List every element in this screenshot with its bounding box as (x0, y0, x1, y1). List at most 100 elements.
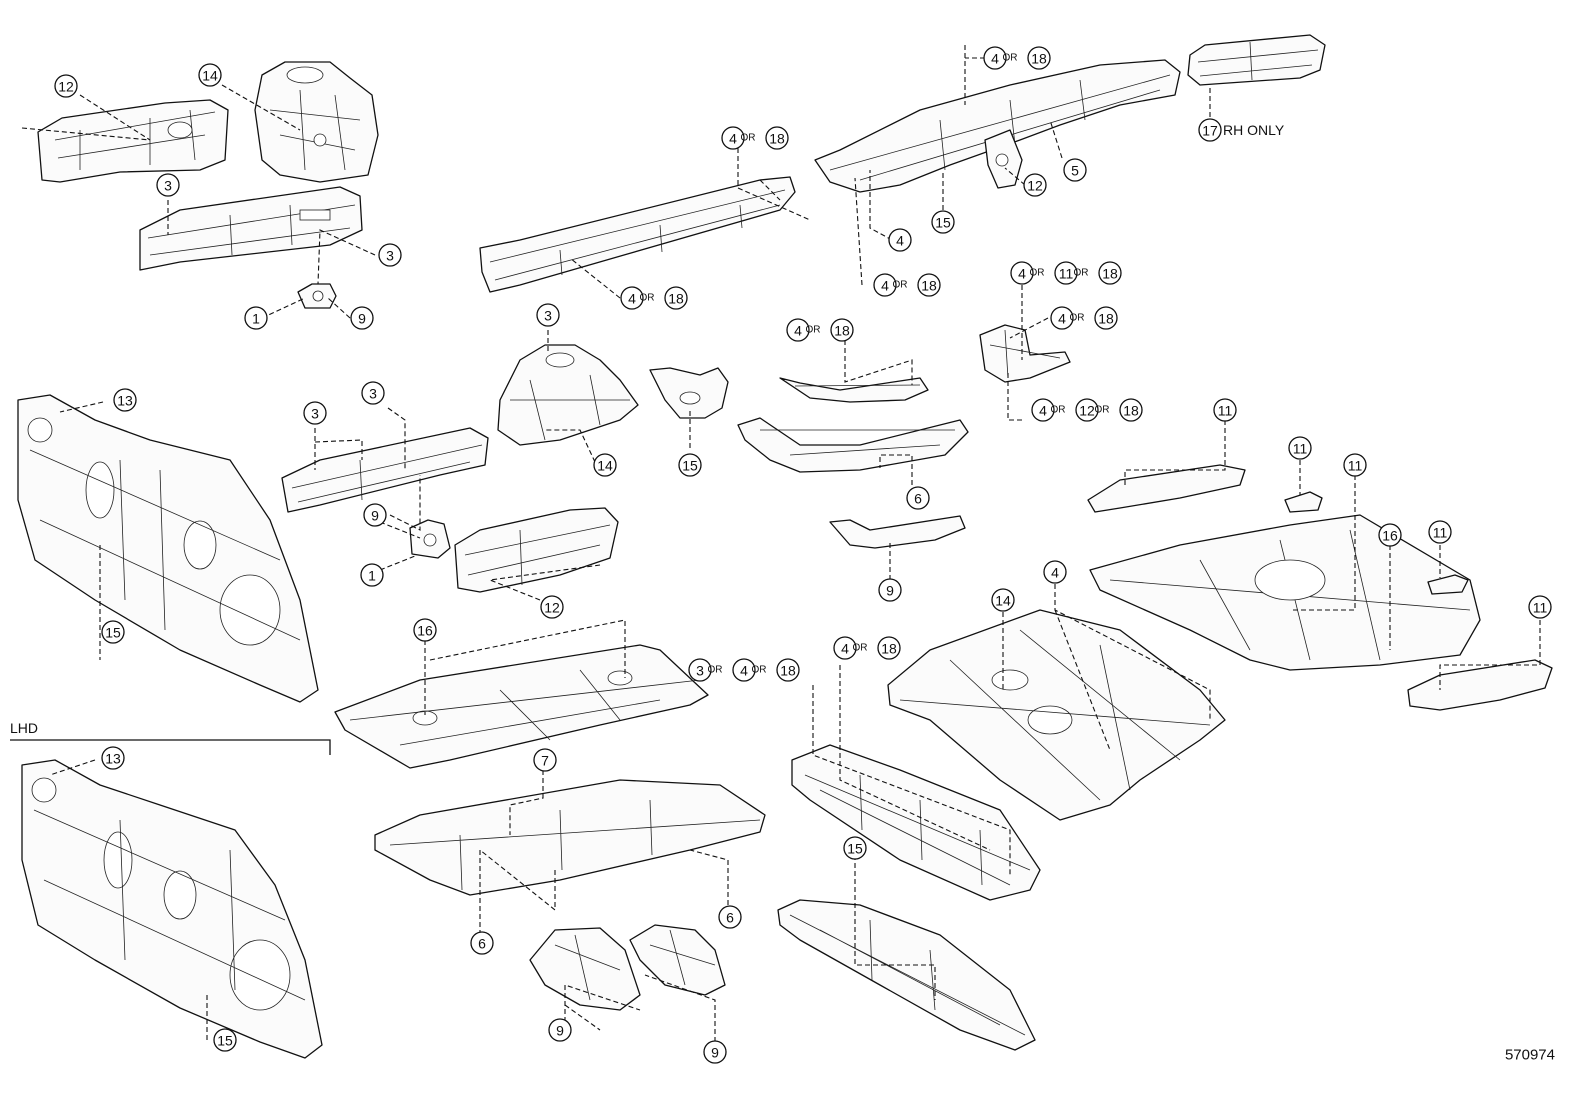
callout-bubble (877, 636, 901, 660)
part-dash-panel-lhd (21, 759, 323, 1059)
callout-or-word: OR (1074, 268, 1089, 279)
callout-bubble (156, 173, 180, 197)
callout-c15c: 15 (101, 620, 125, 644)
callout-c6b: 6 (470, 931, 494, 955)
callout-part-number: 18 (1031, 51, 1047, 67)
callout-bubble (198, 63, 222, 87)
callout-bubble (540, 595, 564, 619)
callout-part-number: 14 (995, 593, 1011, 609)
callout-bubble (1198, 118, 1222, 142)
callout-bubble (833, 636, 857, 660)
callout-part-number: 18 (1123, 403, 1139, 419)
callout-part-number: 4 (1018, 266, 1026, 282)
callout-bubble (303, 401, 327, 425)
callout-c15e: 15 (213, 1028, 237, 1052)
callout-part-number: 11 (1218, 403, 1233, 419)
callout-c1b: 1 (360, 563, 384, 587)
callout-bubble (244, 306, 268, 330)
callout-c4a: 4 (888, 228, 912, 252)
callout-part-number: 11 (1433, 525, 1448, 541)
callout-or-word: OR (1030, 268, 1045, 279)
part-apron-bracket-upper (37, 99, 229, 183)
callout-c4b: 4 (1043, 560, 1067, 584)
callout-part-number: 3 (164, 178, 172, 194)
callout-part-number: 3 (369, 386, 377, 402)
callout-bubble (1288, 436, 1312, 460)
callout-bubble (1050, 306, 1074, 330)
callout-c11a: 11 (1213, 398, 1237, 422)
callout-c14c: 14 (991, 588, 1015, 612)
callout-or-word: OR (1003, 53, 1018, 64)
callout-part-number: 18 (921, 278, 937, 294)
callout-bubble (1343, 453, 1367, 477)
callout-c14b: 14 (593, 453, 617, 477)
callout-part-number: 4 (991, 51, 999, 67)
part-long-rail (479, 176, 796, 293)
part-apron-lower (454, 507, 619, 593)
callout-c14a: 14 (198, 63, 222, 87)
callout-bubble (593, 453, 617, 477)
callout-bubble (101, 746, 125, 770)
callout-bubble (664, 286, 688, 310)
callout-bubble (991, 588, 1015, 612)
lhd-group-bracket: LHD (10, 720, 331, 755)
callout-bubble (917, 273, 941, 297)
callout-part-number: 9 (886, 583, 894, 599)
figure-number: 570974 (1505, 1047, 1555, 1064)
callout-part-number: 4 (881, 278, 889, 294)
callout-bubble (1027, 46, 1051, 70)
callout-or-word: OR (853, 643, 868, 654)
callout-part-number: 18 (1102, 266, 1118, 282)
callout-part-number: 15 (935, 215, 951, 231)
part-center-crossmember (791, 744, 1041, 901)
callout-part-number: 12 (1027, 178, 1043, 194)
callout-bubble (786, 318, 810, 342)
callout-bubble (888, 228, 912, 252)
callout-part-number: 9 (371, 508, 379, 524)
callout-c3b: 3 (378, 243, 402, 267)
callout-bubble (931, 210, 955, 234)
callout-part-number: 3 (544, 308, 552, 324)
part-dash-panel-rhd (17, 394, 319, 703)
part-rear-tab-b (1427, 574, 1469, 595)
callout-bubble (878, 578, 902, 602)
callout-or-word: OR (752, 665, 767, 676)
callout-or-word: OR (893, 280, 908, 291)
callout-part-number: 4 (740, 663, 748, 679)
part-gusset-right (979, 324, 1071, 383)
callout-bubble (1428, 520, 1452, 544)
callout-c3a: 3 (156, 173, 180, 197)
callout-part-number: 15 (217, 1033, 233, 1049)
callout-or-word: OR (1070, 313, 1085, 324)
callout-part-number: 18 (780, 663, 796, 679)
callout-part-number: 18 (1098, 311, 1114, 327)
part-rear-bracket-upper (1087, 464, 1246, 513)
callout-c5: 5 (1063, 158, 1087, 182)
callout-part-number: 9 (556, 1023, 564, 1039)
callout-part-number: 4 (628, 291, 636, 307)
callout-part-number: 12 (1079, 403, 1095, 419)
callout-part-number: 1 (252, 311, 260, 327)
callout-bubble (213, 1028, 237, 1052)
callout-bubble (470, 931, 494, 955)
callout-bubble (1213, 398, 1237, 422)
part-front-floor-lower (374, 779, 766, 896)
callout-c9d: 9 (548, 1018, 572, 1042)
callout-c16a: 16 (1378, 523, 1402, 547)
callout-or-word: OR (1051, 405, 1066, 416)
callout-c3c: 3 (536, 303, 560, 327)
part-suspension-tower-upper (254, 61, 379, 183)
callout-part-number: 11 (1293, 441, 1308, 457)
rh-only-label: RH ONLY (1223, 122, 1285, 138)
callout-or-word: OR (708, 665, 723, 676)
callout-bubble (765, 126, 789, 150)
callout-part-number: 9 (358, 311, 366, 327)
callout-bubble (688, 658, 712, 682)
part-rocker-panel (737, 417, 969, 473)
callout-c3e: 3 (361, 381, 385, 405)
callout-c7: 7 (533, 748, 557, 772)
